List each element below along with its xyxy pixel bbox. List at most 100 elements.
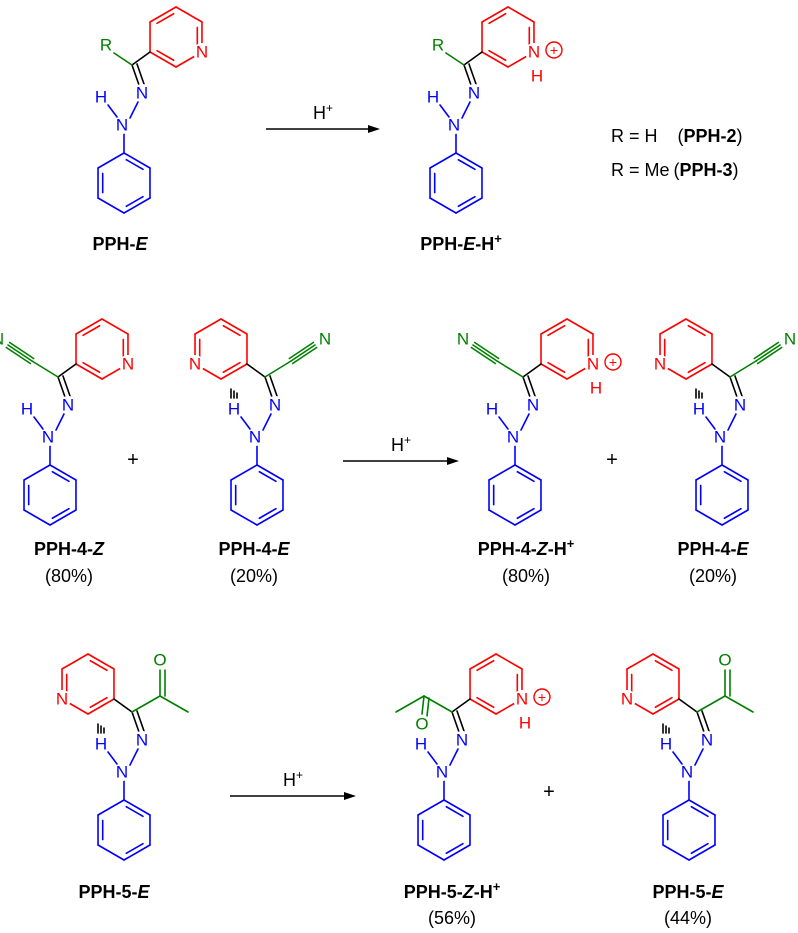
phenyl-ring xyxy=(429,152,483,214)
r-group: R xyxy=(432,36,444,55)
phenyl-ring xyxy=(417,799,471,861)
hydrazone-bond xyxy=(262,413,272,431)
n-h-bond xyxy=(107,104,118,118)
pyridine-nitrogen: N xyxy=(56,690,68,709)
positive-charge-sign: + xyxy=(550,42,558,58)
positive-charge-icon xyxy=(533,688,551,706)
molecular-structures: NRNNHNH+RNNHNNNNHNNNNHNH+NNNHNNNNHNONNHN… xyxy=(0,6,796,861)
ring-double-bond xyxy=(516,507,535,520)
pyridine-ring xyxy=(61,653,115,715)
carbonyl-oxygen: O xyxy=(718,651,731,670)
nitrile-bond xyxy=(470,346,497,365)
amine-hydrogen: H xyxy=(427,88,439,107)
plus-signs: +++ xyxy=(127,449,618,803)
n-h-bond xyxy=(240,416,251,430)
n-h-bond xyxy=(33,416,44,430)
imine-bond xyxy=(522,376,531,398)
r-bond xyxy=(445,52,465,66)
phenyl-ring xyxy=(488,464,542,526)
amine-hydrogen: H xyxy=(660,735,672,754)
amine-hydrogen: H xyxy=(95,88,107,107)
c-pyridine-bond xyxy=(463,51,483,66)
pyridinium-hydrogen: H xyxy=(519,714,531,733)
positive-charge-icon xyxy=(604,353,622,371)
amine-hydrogen: H xyxy=(95,735,107,754)
ring-bond xyxy=(97,197,125,214)
ring-bond xyxy=(481,51,509,68)
methyl-bond xyxy=(159,695,189,713)
percent-pph-4-z: (80%) xyxy=(45,566,93,586)
imine-bond xyxy=(463,64,472,86)
ring-bond xyxy=(123,844,151,861)
ring-double-bond xyxy=(690,842,709,855)
pyridine-nitrogen: N xyxy=(621,690,633,709)
n-h-bond xyxy=(427,751,438,765)
ring-bond xyxy=(149,6,177,23)
ring-bond xyxy=(87,698,115,715)
ring-bond xyxy=(721,464,749,481)
n-h-bond xyxy=(498,416,509,430)
phenyl-ring xyxy=(695,464,749,526)
ring-bond xyxy=(481,6,509,23)
substituent-legend: R = H(PPH-2)R = Me(PPH-3) xyxy=(611,126,743,180)
imine-bond xyxy=(729,376,738,398)
pyridine-nitrogen: N xyxy=(516,690,528,709)
ring-bond xyxy=(220,363,248,380)
ring-double-bond xyxy=(690,805,709,818)
nitrile-nitrogen: N xyxy=(784,330,796,349)
imine-double-bond xyxy=(62,375,71,397)
pyridine-ring xyxy=(659,318,713,380)
ring-bond xyxy=(97,844,125,861)
imine-double-bond xyxy=(468,63,477,85)
ring-bond xyxy=(220,318,248,335)
imine-bond xyxy=(131,711,140,733)
ring-bond xyxy=(49,509,77,526)
label-pph-4-e-right: PPH-4-E xyxy=(677,539,749,559)
ring-bond xyxy=(417,799,445,816)
ring-double-bond xyxy=(222,324,241,337)
amine-nitrogen: N xyxy=(681,763,693,782)
plus-sign-row2-right: + xyxy=(606,449,618,471)
ring-bond xyxy=(429,197,457,214)
ring-bond xyxy=(540,363,568,380)
c-pyridine-bond xyxy=(711,363,731,378)
phenyl-ring xyxy=(23,464,77,526)
ring-double-bond xyxy=(445,805,464,818)
c-c-bond xyxy=(264,360,292,378)
pyridine-ring xyxy=(469,653,523,715)
ring-double-bond xyxy=(125,195,144,208)
imine-double-bond xyxy=(734,375,743,397)
ring-bond xyxy=(652,653,680,670)
ring-bond xyxy=(230,509,258,526)
amine-hydrogen: H xyxy=(693,400,705,419)
imine-double-bond xyxy=(136,63,145,85)
ring-bond xyxy=(97,799,125,816)
hydrazone-bond xyxy=(129,748,139,766)
ring-bond xyxy=(514,509,542,526)
imine-nitrogen: N xyxy=(136,84,148,103)
arrow-head-icon xyxy=(344,792,356,800)
amine-hydrogen: H xyxy=(228,400,240,419)
pyridine-ring xyxy=(149,6,203,68)
positive-charge-sign: + xyxy=(609,354,617,370)
reaction-arrows: H+H+H+ xyxy=(230,101,459,800)
imine-nitrogen: N xyxy=(468,84,480,103)
imine-nitrogen: N xyxy=(701,731,713,750)
arrow-head-icon xyxy=(368,125,380,133)
hydrazone-bond xyxy=(727,413,737,431)
label-pph-4-e: PPH-4-E xyxy=(218,539,290,559)
phenyl-ring xyxy=(97,799,151,861)
pyridine-nitrogen: N xyxy=(654,355,666,374)
ring-bond xyxy=(688,844,716,861)
hydrazone-bond xyxy=(520,413,530,431)
label-pph-5-e-right: PPH-5-E xyxy=(652,882,724,902)
ring-bond xyxy=(469,698,497,715)
positive-charge-sign: + xyxy=(538,689,546,705)
ring-double-bond xyxy=(654,696,673,709)
ring-double-bond xyxy=(125,158,144,171)
legend-r-me: R = Me(PPH-3) xyxy=(611,160,739,180)
